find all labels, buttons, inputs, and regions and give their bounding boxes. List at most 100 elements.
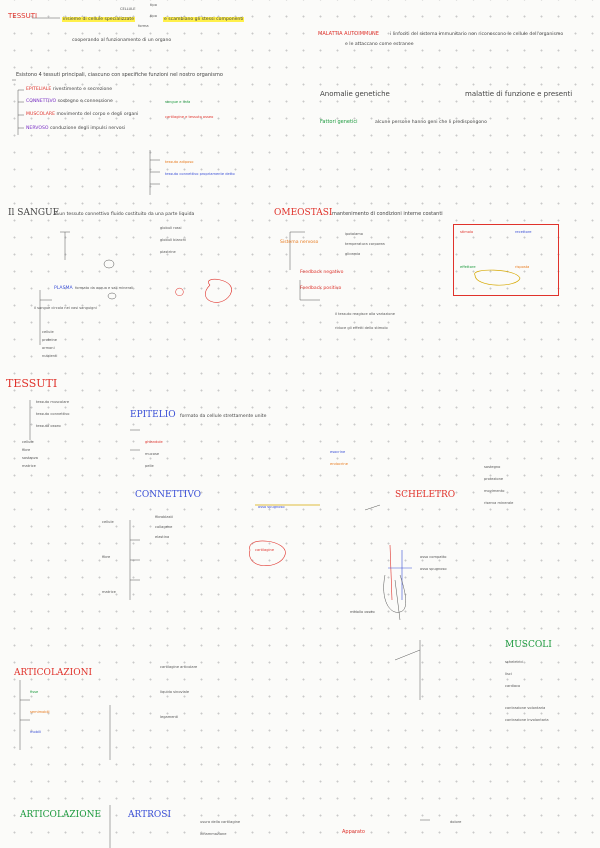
scheletro-note-1: osso compatto <box>420 555 447 559</box>
circle-label-3: matrice <box>102 590 116 594</box>
highlight-2: e scambiano gli stessi componenti <box>163 17 245 23</box>
sangue-note: il sangue circola nei vasi sanguigni <box>34 306 97 310</box>
genetic-text: alcune persone hanno geni che li predisp… <box>375 120 487 125</box>
scheletro-item-1: sostegno <box>484 465 501 469</box>
osmosi-label: Sistema nervoso <box>280 240 319 245</box>
list-item-3-text: movimento del corpo e degli organi <box>56 112 139 117</box>
muscoli-note-1: contrazione volontaria <box>505 706 546 710</box>
scheletro-title: SCHELETRO <box>395 490 456 500</box>
list-item-2: CONNETTIVO sostegno e connessione <box>26 99 113 104</box>
epitelio-note-1: esocrine <box>330 450 346 454</box>
anomaly-title: Anomalie genetiche <box>320 90 390 98</box>
scheletro-note-3: midollo osseo <box>350 610 375 614</box>
scheletro-note-2: osso spugnoso <box>420 567 447 571</box>
right-sub: e le attaccano come estranee <box>345 42 414 47</box>
sangue-text: è un tessuto connettivo fluido costituit… <box>55 212 195 217</box>
tessuti-sub-2: fibre <box>22 448 31 452</box>
epitelio-title: EPITELIO <box>130 410 176 420</box>
muscoli-item-1: scheletrici <box>505 660 524 664</box>
cell-note: CELLULE <box>120 7 136 11</box>
scheletro-item-4: riserva minerale <box>484 501 514 505</box>
epitelio-note-2: endocrine <box>330 462 348 466</box>
sangue-title: Il SANGUE <box>8 208 60 218</box>
tessuti-item-2: tessuto connettivo <box>36 412 70 416</box>
bottom-right-title: Apparato <box>342 829 365 835</box>
articolazioni-item-2: semimobili <box>30 710 50 714</box>
osmosi-p2: riduce gli effetti dello stimolo <box>335 326 388 330</box>
tessuti-title: TESSUTI <box>6 377 58 390</box>
connettivo-item-2: collagene <box>155 525 173 529</box>
box-label-4: risposta <box>515 265 530 269</box>
sangue-item-3: piastrine <box>160 250 176 254</box>
sangue-sub-1: cellule <box>42 330 54 334</box>
osmosi-item-3: glicemia <box>345 252 361 256</box>
tessuti-sub-1: cellule <box>22 440 34 444</box>
muscoli-title: MUSCOLI <box>505 640 552 650</box>
list-item-2-label: CONNETTIVO <box>26 99 57 104</box>
list-item-1-text: rivestimento e secrezione <box>52 87 113 92</box>
sub-line-3: tessuto adiposo <box>165 160 194 164</box>
list-item-1: EPITELIALE rivestimento e secrezione <box>26 87 112 92</box>
epitelio-item-3: pelle <box>145 464 154 468</box>
list-item-3-label: MUSCOLARE <box>26 112 55 117</box>
blood-bubble: ◯ <box>175 287 184 296</box>
connettivo-item-3: elastina <box>155 535 170 539</box>
box-label-3: effettore <box>460 265 476 269</box>
sangue-sub-2: proteine <box>42 338 57 342</box>
scheletro-item-3: movimento <box>484 489 505 493</box>
sub-line-4: tessuto connettivo propriamente detto <box>165 172 235 176</box>
articolazioni-title: ARTICOLAZIONI <box>14 668 93 678</box>
connettivo-item-1: fibroblasti <box>155 515 173 519</box>
osmosi-p1: il tessuto reagisce alla variazione <box>335 312 395 316</box>
circle-label-2: fibre <box>102 555 111 559</box>
epitelio-item-2: mucose <box>145 452 160 456</box>
sangue-sub-3: ormoni <box>42 346 55 350</box>
sub-line-1: sangue e linfa <box>165 100 191 104</box>
list-item-1-label: EPITELIALE <box>26 87 52 92</box>
articolazioni-item-1: fisse <box>30 690 39 694</box>
osmosi-title: OMEOSTASI <box>274 208 333 218</box>
connettivo-blue-note: osso spugnoso <box>258 505 285 509</box>
connettivo-title: CONNETTIVO <box>135 490 202 500</box>
feedback-neg: Feedback negativo <box>300 270 343 275</box>
articolazioni-note-2: liquido sinoviale <box>160 690 190 694</box>
left-note-3: forma <box>138 24 149 28</box>
muscoli-note-2: contrazione involontaria <box>505 718 549 722</box>
feedback-pos: Feedback positivo <box>300 286 341 291</box>
plasma-text: formato da acqua e sali minerali <box>75 286 134 290</box>
right-title: MALATTIA AUTOIMMUNE <box>318 31 379 37</box>
feedback-neg-label: Feedback negativo <box>300 270 344 275</box>
osmosi-text: mantenimento di condizioni interne costa… <box>332 211 443 217</box>
highlight-1: insieme di cellule specializzate <box>62 17 136 23</box>
tessuti-item-1: tessuto muscolare <box>36 400 70 404</box>
bottom-note-2: infiammazione <box>200 832 227 836</box>
left-note-1: tipo <box>150 3 157 7</box>
articolazioni-note-3: legamenti <box>160 715 179 719</box>
bottom-mid-title: ARTROSI <box>128 810 171 820</box>
sangue-item-2: globuli bianchi <box>160 238 187 242</box>
main-intro: Esistono 4 tessuti principali, ciascuno … <box>16 72 223 78</box>
box-label-2: recettore <box>515 230 532 234</box>
tessuti-sub-3: sostanza <box>22 456 38 460</box>
genetic-title: Fattori genetici <box>320 119 358 125</box>
right-text: i linfociti del sistema immunitario non … <box>390 32 564 37</box>
circle-label-1: cellule <box>102 520 114 524</box>
list-item-2-text: sostegno e connessione <box>57 99 113 104</box>
box-label-1: stimolo <box>460 230 474 234</box>
bottom-left-title: ARTICOLAZIONE <box>20 810 102 820</box>
muscoli-item-3: cardiaco <box>505 684 521 688</box>
plasma-label: PLASMA <box>54 286 73 291</box>
muscoli-item-2: lisci <box>505 672 512 676</box>
sub-line-2: cartilagine e tessuto osseo <box>165 115 214 119</box>
left-note-2: tipo <box>150 14 157 18</box>
list-item-4-text: conduzione degli impulsi nervosi <box>49 126 126 131</box>
bottom-note-3: dolore <box>450 820 462 824</box>
tessuti-sub-4: matrice <box>22 464 36 468</box>
anomaly-text: malattie di funzione e presenti <box>465 90 573 98</box>
epitelio-text: formato da cellule strettamente unite <box>180 414 267 419</box>
sangue-item-1: globuli rossi <box>160 226 182 230</box>
scheletro-item-2: protezione <box>484 477 504 481</box>
osmosi-item-2: temperatura corporea <box>345 242 385 246</box>
list-item-4-label: NERVOSO <box>26 126 49 131</box>
